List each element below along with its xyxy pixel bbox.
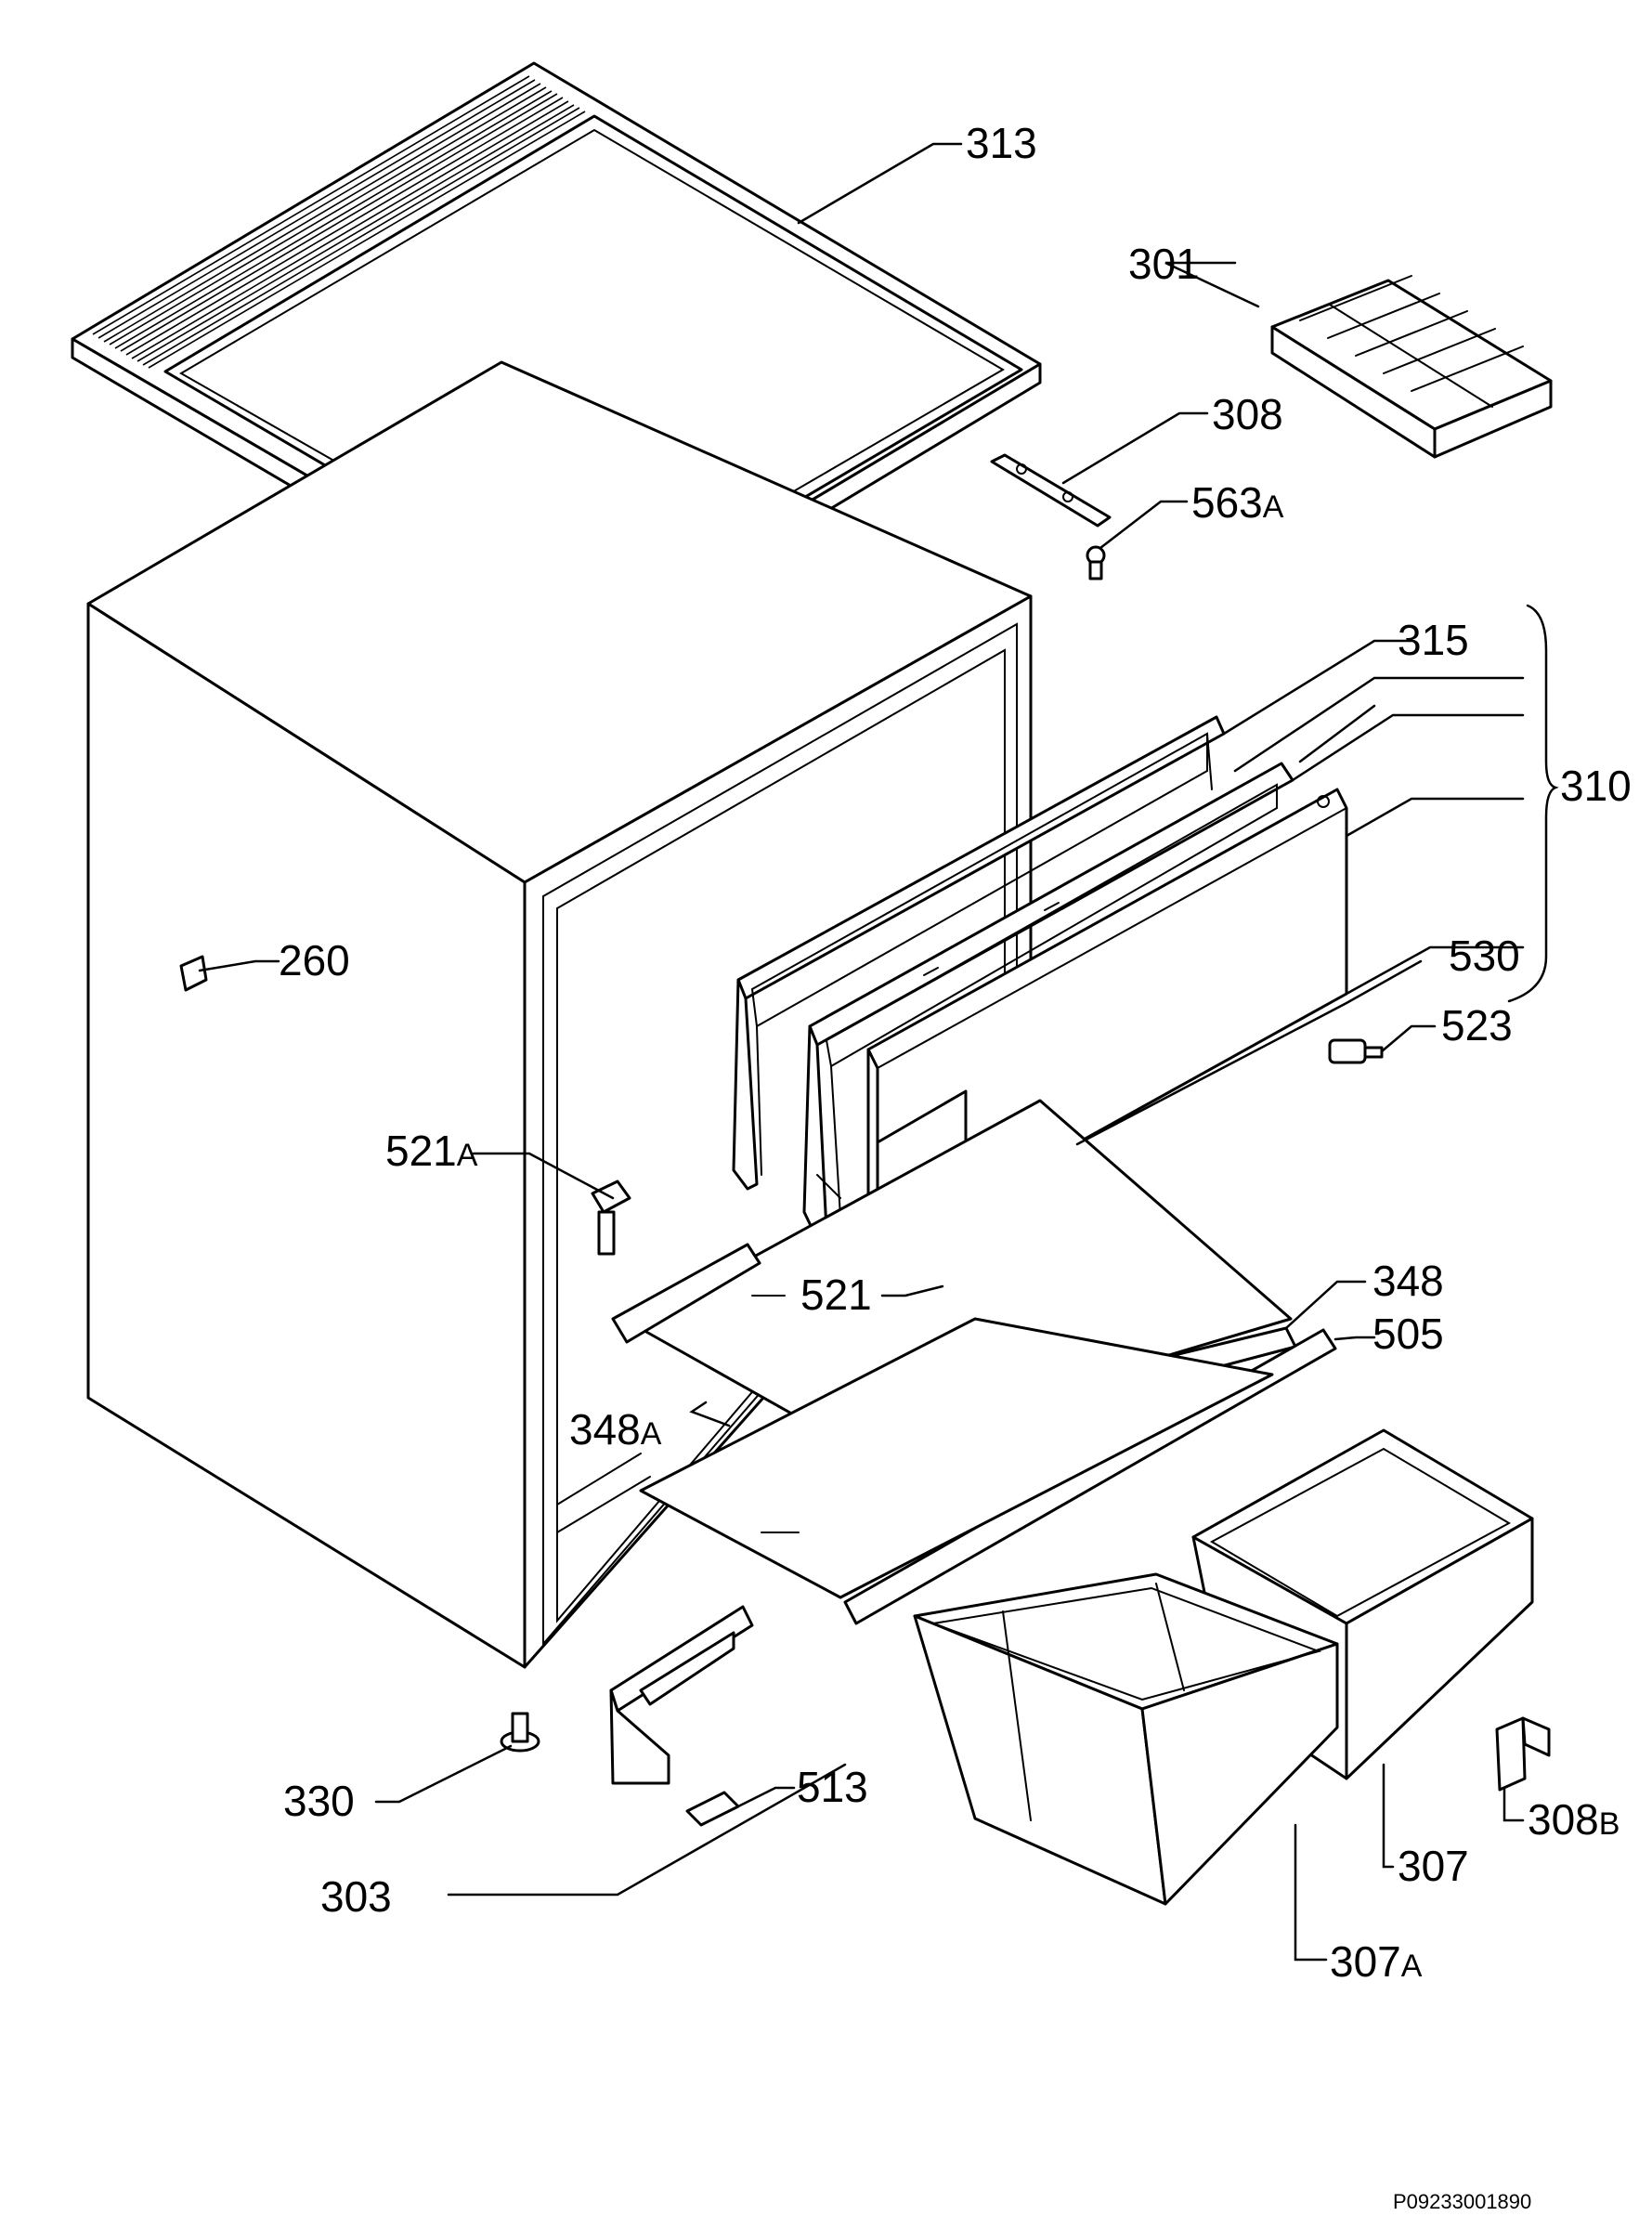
label-563a-suffix: A <box>1263 489 1284 525</box>
label-530: 530 <box>1449 932 1520 980</box>
part-330-foot <box>500 1712 540 1753</box>
label-521a: 521A <box>385 1127 478 1175</box>
part-307a-crisper-drawer <box>913 1572 1339 1906</box>
label-307a-suffix: A <box>1401 1949 1423 1984</box>
label-505: 505 <box>1372 1310 1444 1358</box>
part-523-pin <box>1328 1038 1384 1064</box>
label-513: 513 <box>797 1763 868 1811</box>
part-303-bottom-trim <box>609 1605 754 1785</box>
label-563a: 563A <box>1191 478 1284 527</box>
part-315-door-seal <box>732 715 1226 1191</box>
label-303: 303 <box>320 1872 392 1921</box>
label-348a-suffix: A <box>641 1416 662 1452</box>
part-308-hinge-bracket <box>990 453 1112 528</box>
label-307: 307 <box>1398 1842 1469 1890</box>
label-260: 260 <box>279 936 350 984</box>
label-301: 301 <box>1128 240 1200 288</box>
label-308: 308 <box>1212 390 1283 438</box>
label-521a-number: 521 <box>385 1127 457 1175</box>
label-330: 330 <box>283 1777 355 1825</box>
label-521a-suffix: A <box>457 1138 478 1173</box>
label-310: 310 <box>1560 762 1632 810</box>
part-260-clip <box>179 955 208 992</box>
drawing-code: P09233001890 <box>1393 2190 1531 2213</box>
label-315: 315 <box>1398 616 1469 664</box>
cabinet-body <box>86 360 1033 1669</box>
label-308b-number: 308 <box>1528 1795 1599 1844</box>
part-513-clip <box>685 1791 740 1827</box>
label-523: 523 <box>1441 1001 1513 1049</box>
label-307a-number: 307 <box>1330 1937 1401 1986</box>
top-cover-vent-grille <box>92 75 586 369</box>
part-521a-clip <box>591 1180 631 1256</box>
label-313: 313 <box>966 119 1037 167</box>
label-308b-suffix: B <box>1599 1806 1620 1842</box>
part-308b-bracket <box>1495 1716 1551 1792</box>
label-521: 521 <box>800 1271 872 1319</box>
part-301-ice-tray <box>1270 275 1553 459</box>
part-563a-screw <box>1086 545 1106 580</box>
label-348a-number: 348 <box>569 1405 641 1453</box>
label-348: 348 <box>1372 1257 1444 1305</box>
label-307a: 307A <box>1330 1937 1423 1986</box>
label-563a-number: 563 <box>1191 478 1263 527</box>
leader-lines <box>198 142 1525 1962</box>
label-308b: 308B <box>1528 1795 1619 1844</box>
callout-labels: 313 301 308 563A 315 310 530 523 260 521… <box>279 119 1632 1986</box>
label-348a: 348A <box>569 1405 662 1453</box>
part-348a-lower-shelf <box>639 1317 1274 1599</box>
part-310-brace <box>1507 604 1559 1003</box>
